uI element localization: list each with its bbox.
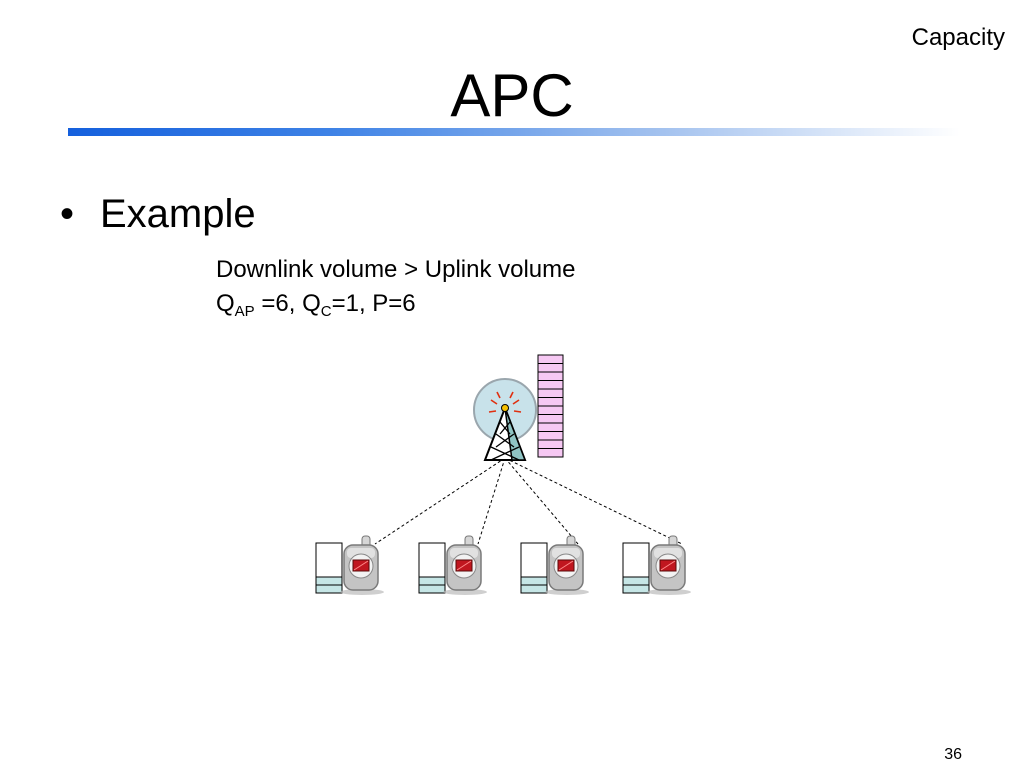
client-queue-slot [418,584,446,594]
ap-queue-slot [537,448,564,458]
ap-queue-slot [537,431,564,441]
mobile-phone-icon [443,535,487,595]
mobile-phone-icon [647,535,691,595]
ap-queue-slot [537,397,564,407]
client-4 [622,535,691,595]
q-c-value: =1, P=6 [331,290,416,317]
client-2 [418,535,487,595]
q-c-subscript: C [320,303,332,320]
queue-parameters-text: QAP =6, QC=1, P=6 [216,289,416,327]
client-3 [520,535,589,595]
client-queue-slot [418,576,446,586]
ap-queue [537,354,564,458]
mobile-phone-icon [545,535,589,595]
q-ap-value: =6, [254,290,303,317]
ap-queue-slot [537,388,564,398]
q-c-symbol: Q [302,290,321,317]
client-queue-slot [520,576,548,586]
ap-queue-slot [537,422,564,432]
q-ap-subscript: AP [234,303,255,320]
ap-queue-slot [537,414,564,424]
ap-queue-slot [537,380,564,390]
access-point-tower-icon [473,378,537,461]
mobile-phone-icon [340,535,384,595]
bullet-example: • Example [60,188,256,240]
client-queue-slot [315,584,343,594]
bullet-text: Example [100,192,256,236]
client-queue-slot [520,584,548,594]
client-queue-slot [622,584,650,594]
ap-queue-slot [537,371,564,381]
ap-queue-slot [537,363,564,373]
link-client-3 [504,457,579,545]
link-client-4 [504,457,683,545]
client-queue-slot [315,576,343,586]
wireless-links [374,457,683,545]
topic-label: Capacity [911,24,1005,51]
client-1 [315,535,384,595]
ap-queue-slot [537,405,564,415]
page-number: 36 [944,746,962,763]
slide-title: APC [450,62,574,129]
ap-queue-slot [537,354,564,364]
link-client-1 [374,457,506,545]
bullet-marker: • [60,192,75,236]
client-queue-slot [622,576,650,586]
link-client-2 [477,457,506,545]
ap-queue-slot [537,439,564,449]
clients [315,535,691,595]
title-underline [68,128,960,136]
q-ap-symbol: Q [216,290,235,317]
volume-comparison-text: Downlink volume > Uplink volume [216,256,576,283]
